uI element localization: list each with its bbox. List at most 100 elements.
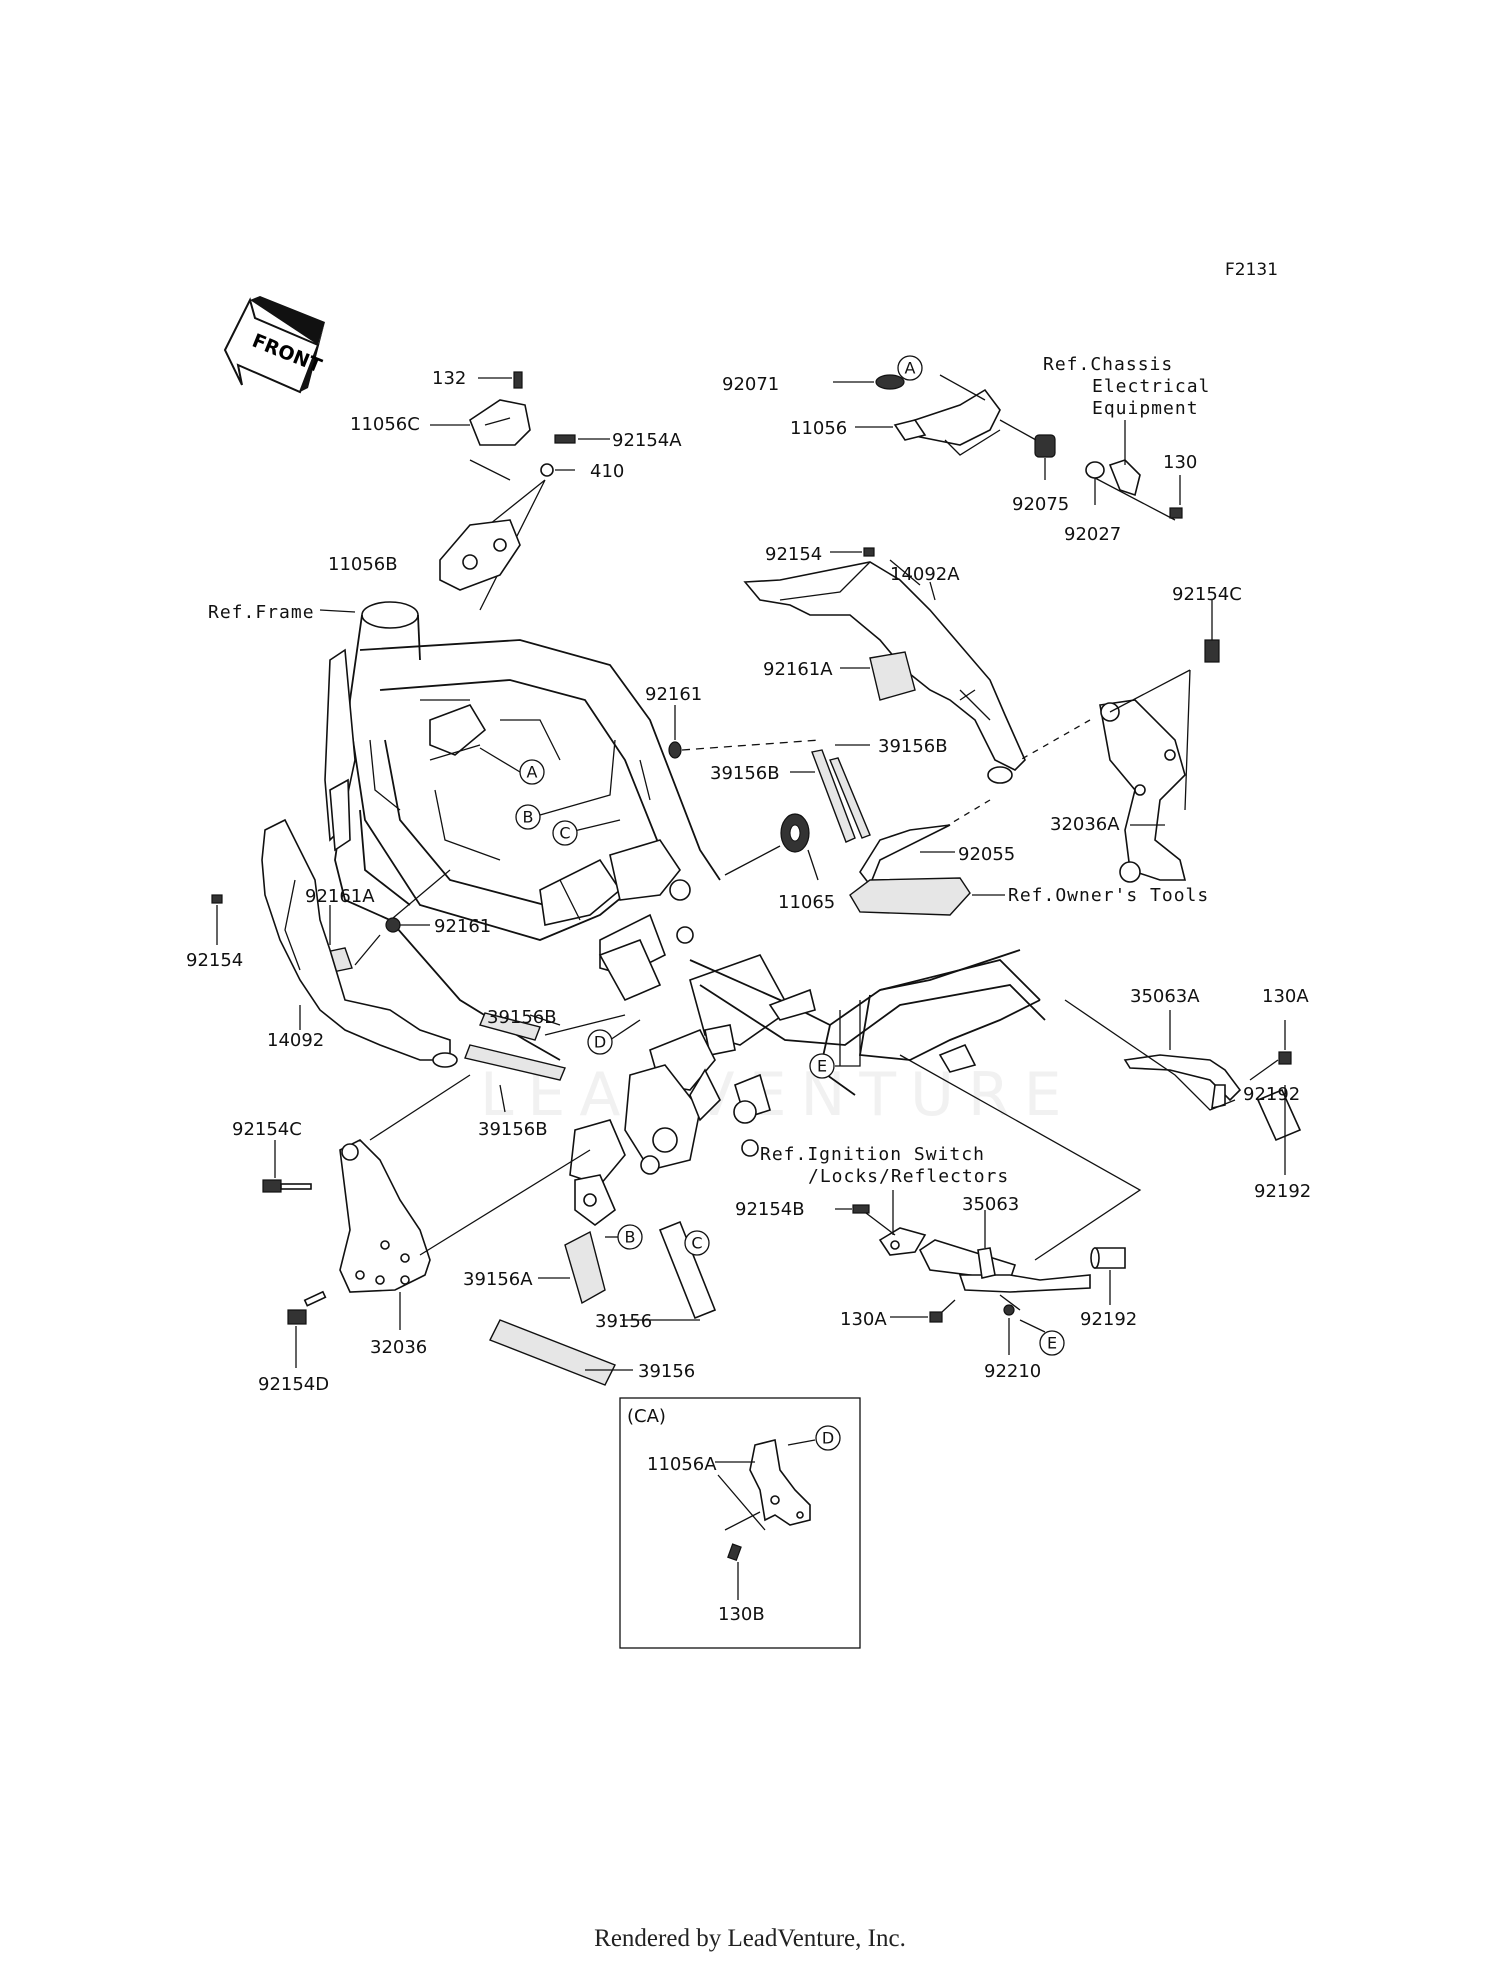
watermark-text: LEADVENTURE — [480, 1060, 1076, 1130]
bolt-92154B — [835, 1204, 870, 1214]
svg-text:A: A — [905, 359, 916, 378]
svg-text:E: E — [817, 1057, 827, 1076]
label-92154B: 92154B — [735, 1199, 805, 1220]
label-39156B-b: 39156B — [878, 736, 948, 757]
label-130B: 130B — [718, 1604, 765, 1625]
collar-92027 — [1085, 461, 1105, 505]
label-39156B-d: 39156B — [478, 1119, 548, 1140]
label-14092A: 14092A — [890, 564, 960, 585]
bolt-130 — [1169, 475, 1183, 519]
callout-A-frame: A — [519, 759, 545, 785]
grommet-92071 — [833, 374, 905, 390]
label-14092: 14092 — [267, 1030, 324, 1051]
label-92192-low: 92192 — [1080, 1309, 1137, 1330]
bolt-92154D — [287, 1290, 327, 1368]
label-39156B-c: 39156B — [487, 1007, 557, 1028]
label-92055: 92055 — [958, 844, 1015, 865]
svg-text:D: D — [822, 1429, 834, 1448]
strip-39156B-lower — [464, 1012, 626, 1113]
diagram-code: F2131 — [1225, 260, 1278, 280]
label-92161-mid: 92161 — [434, 916, 491, 937]
grommet-92075 — [1034, 434, 1056, 480]
callout-C-frame: C — [552, 820, 578, 846]
label-92210: 92210 — [984, 1361, 1041, 1382]
callout-C-part: C — [684, 1230, 710, 1256]
ref-chassis-2: Electrical — [1092, 376, 1210, 397]
label-92075: 92075 — [1012, 494, 1069, 515]
label-39156-a: 39156 — [595, 1311, 652, 1332]
bolt-92154A — [554, 434, 610, 444]
bracket-32036 — [339, 1139, 431, 1330]
label-130: 130 — [1163, 452, 1197, 473]
bracket-11056 — [855, 388, 1001, 456]
svg-text:C: C — [691, 1234, 702, 1253]
bolt-130B — [727, 1543, 742, 1600]
label-35063: 35063 — [962, 1194, 1019, 1215]
collar-92210 — [999, 1294, 1021, 1355]
bolt-92154-left — [211, 894, 223, 945]
callout-D-frame: D — [587, 1029, 613, 1055]
label-92154D: 92154D — [258, 1374, 329, 1395]
label-132: 132 — [432, 368, 466, 389]
svg-text:A: A — [527, 763, 538, 782]
bracket-11056C — [469, 399, 531, 446]
main-frame — [324, 601, 1046, 1226]
label-32036A: 32036A — [1050, 814, 1120, 835]
tray-owners-tools — [849, 877, 971, 916]
front-arrow-icon: FRONT — [223, 296, 325, 394]
label-92154C-top: 92154C — [1172, 584, 1242, 605]
ref-chassis-1: Ref.Chassis — [1043, 354, 1173, 375]
label-92071: 92071 — [722, 374, 779, 395]
sleeve-92192-right — [1256, 1085, 1302, 1175]
bracket-35063A — [1123, 1010, 1242, 1110]
ref-frame: Ref.Frame — [208, 602, 315, 623]
bracket-11056B — [439, 519, 521, 591]
label-92192-right: 92192 — [1243, 1084, 1300, 1105]
strip-39156B-upper — [790, 744, 871, 843]
damper-92161-top — [668, 705, 821, 759]
callout-B-frame: B — [515, 804, 541, 830]
bolt-132 — [478, 371, 523, 389]
cover-14092A — [743, 561, 1026, 784]
label-92161-top: 92161 — [645, 684, 702, 705]
svg-text:D: D — [594, 1033, 606, 1052]
strip-39156A — [564, 1230, 606, 1305]
label-32036: 32036 — [370, 1337, 427, 1358]
sleeve-92192-low — [1090, 1247, 1126, 1305]
strip-39156-a — [658, 1220, 717, 1320]
svg-text:E: E — [1047, 1334, 1057, 1353]
label-92154A: 92154A — [612, 430, 682, 451]
callout-D-inset: D — [815, 1425, 841, 1451]
grommet-11065 — [724, 813, 819, 881]
label-39156B-a: 39156B — [710, 763, 780, 784]
label-92192-right-2: 92192 — [1254, 1181, 1311, 1202]
label-11056: 11056 — [790, 418, 847, 439]
inset-ca: (CA) D — [619, 1397, 861, 1649]
callout-E-part: E — [1039, 1330, 1065, 1356]
callout-A-top: A — [897, 355, 923, 381]
cover-14092 — [261, 818, 458, 1068]
bolt-92154-top — [830, 547, 875, 557]
label-410: 410 — [590, 461, 624, 482]
label-92154C-left: 92154C — [232, 1119, 302, 1140]
ref-owners-tools: Ref.Owner's Tools — [1008, 885, 1209, 906]
label-11056C: 11056C — [350, 414, 420, 435]
label-92154-top: 92154 — [765, 544, 822, 565]
bolt-92154C-left — [262, 1140, 312, 1193]
seal-92055 — [859, 824, 951, 887]
ref-ignition-1: Ref.Ignition Switch — [760, 1144, 985, 1165]
footer-credit: Rendered by LeadVenture, Inc. — [594, 1925, 906, 1952]
pad-92161A-top — [869, 651, 916, 701]
svg-text:B: B — [523, 808, 534, 827]
callout-B-part: B — [617, 1224, 643, 1250]
callout-E-frame: E — [809, 1053, 835, 1079]
svg-text:B: B — [625, 1228, 636, 1247]
label-35063A: 35063A — [1130, 986, 1200, 1007]
damper-92161-mid — [354, 869, 451, 966]
bracket-11056A — [749, 1439, 811, 1526]
ref-ignition-2: /Locks/Reflectors — [808, 1166, 1009, 1187]
bolt-92154C-top — [1204, 600, 1220, 663]
label-39156A: 39156A — [463, 1269, 533, 1290]
ref-chassis-3: Equipment — [1092, 398, 1199, 419]
